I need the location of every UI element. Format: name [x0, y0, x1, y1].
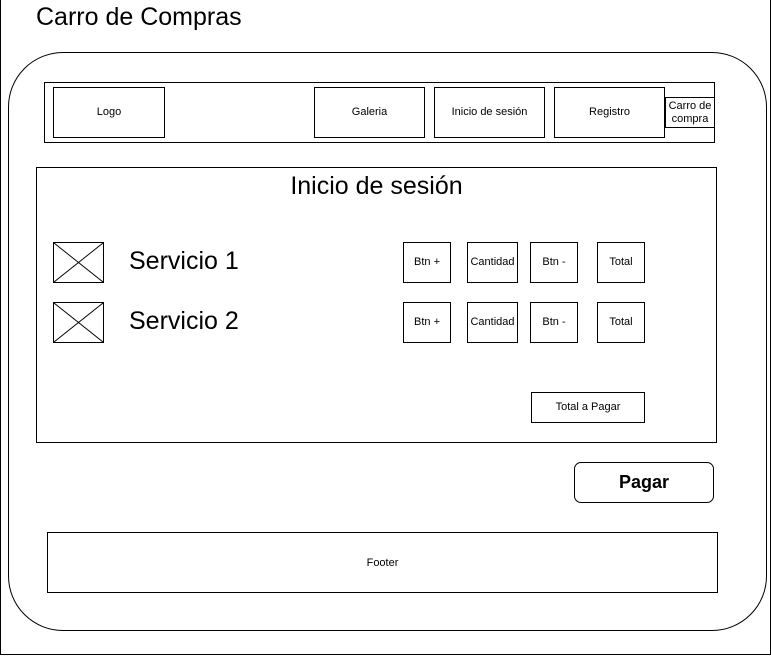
quantity-field[interactable]: Cantidad: [467, 242, 518, 283]
service-name: Servicio 2: [129, 307, 239, 335]
pay-button[interactable]: Pagar: [574, 462, 714, 503]
nav-login-button[interactable]: Inicio de sesión: [434, 87, 545, 138]
decrement-button[interactable]: Btn -: [530, 242, 578, 283]
decrement-button[interactable]: Btn -: [530, 302, 578, 343]
section-title: Inicio de sesión: [290, 172, 463, 200]
nav-galeria-button[interactable]: Galeria: [314, 87, 425, 138]
footer: Footer: [47, 532, 718, 593]
nav-cart-button[interactable]: Carro de compra: [665, 97, 715, 128]
quantity-field[interactable]: Cantidad: [467, 302, 518, 343]
increment-button[interactable]: Btn +: [403, 302, 451, 343]
image-placeholder-icon: [53, 302, 104, 343]
nav-registro-button[interactable]: Registro: [554, 87, 665, 138]
logo[interactable]: Logo: [53, 87, 165, 138]
increment-button[interactable]: Btn +: [403, 242, 451, 283]
device-frame: [8, 52, 767, 631]
image-placeholder-icon: [53, 242, 104, 283]
service-total: Total: [597, 302, 645, 343]
content-panel: [36, 167, 717, 443]
total-to-pay: Total a Pagar: [531, 392, 645, 423]
page-title: Carro de Compras: [36, 3, 242, 31]
service-name: Servicio 1: [129, 247, 239, 275]
service-total: Total: [597, 242, 645, 283]
